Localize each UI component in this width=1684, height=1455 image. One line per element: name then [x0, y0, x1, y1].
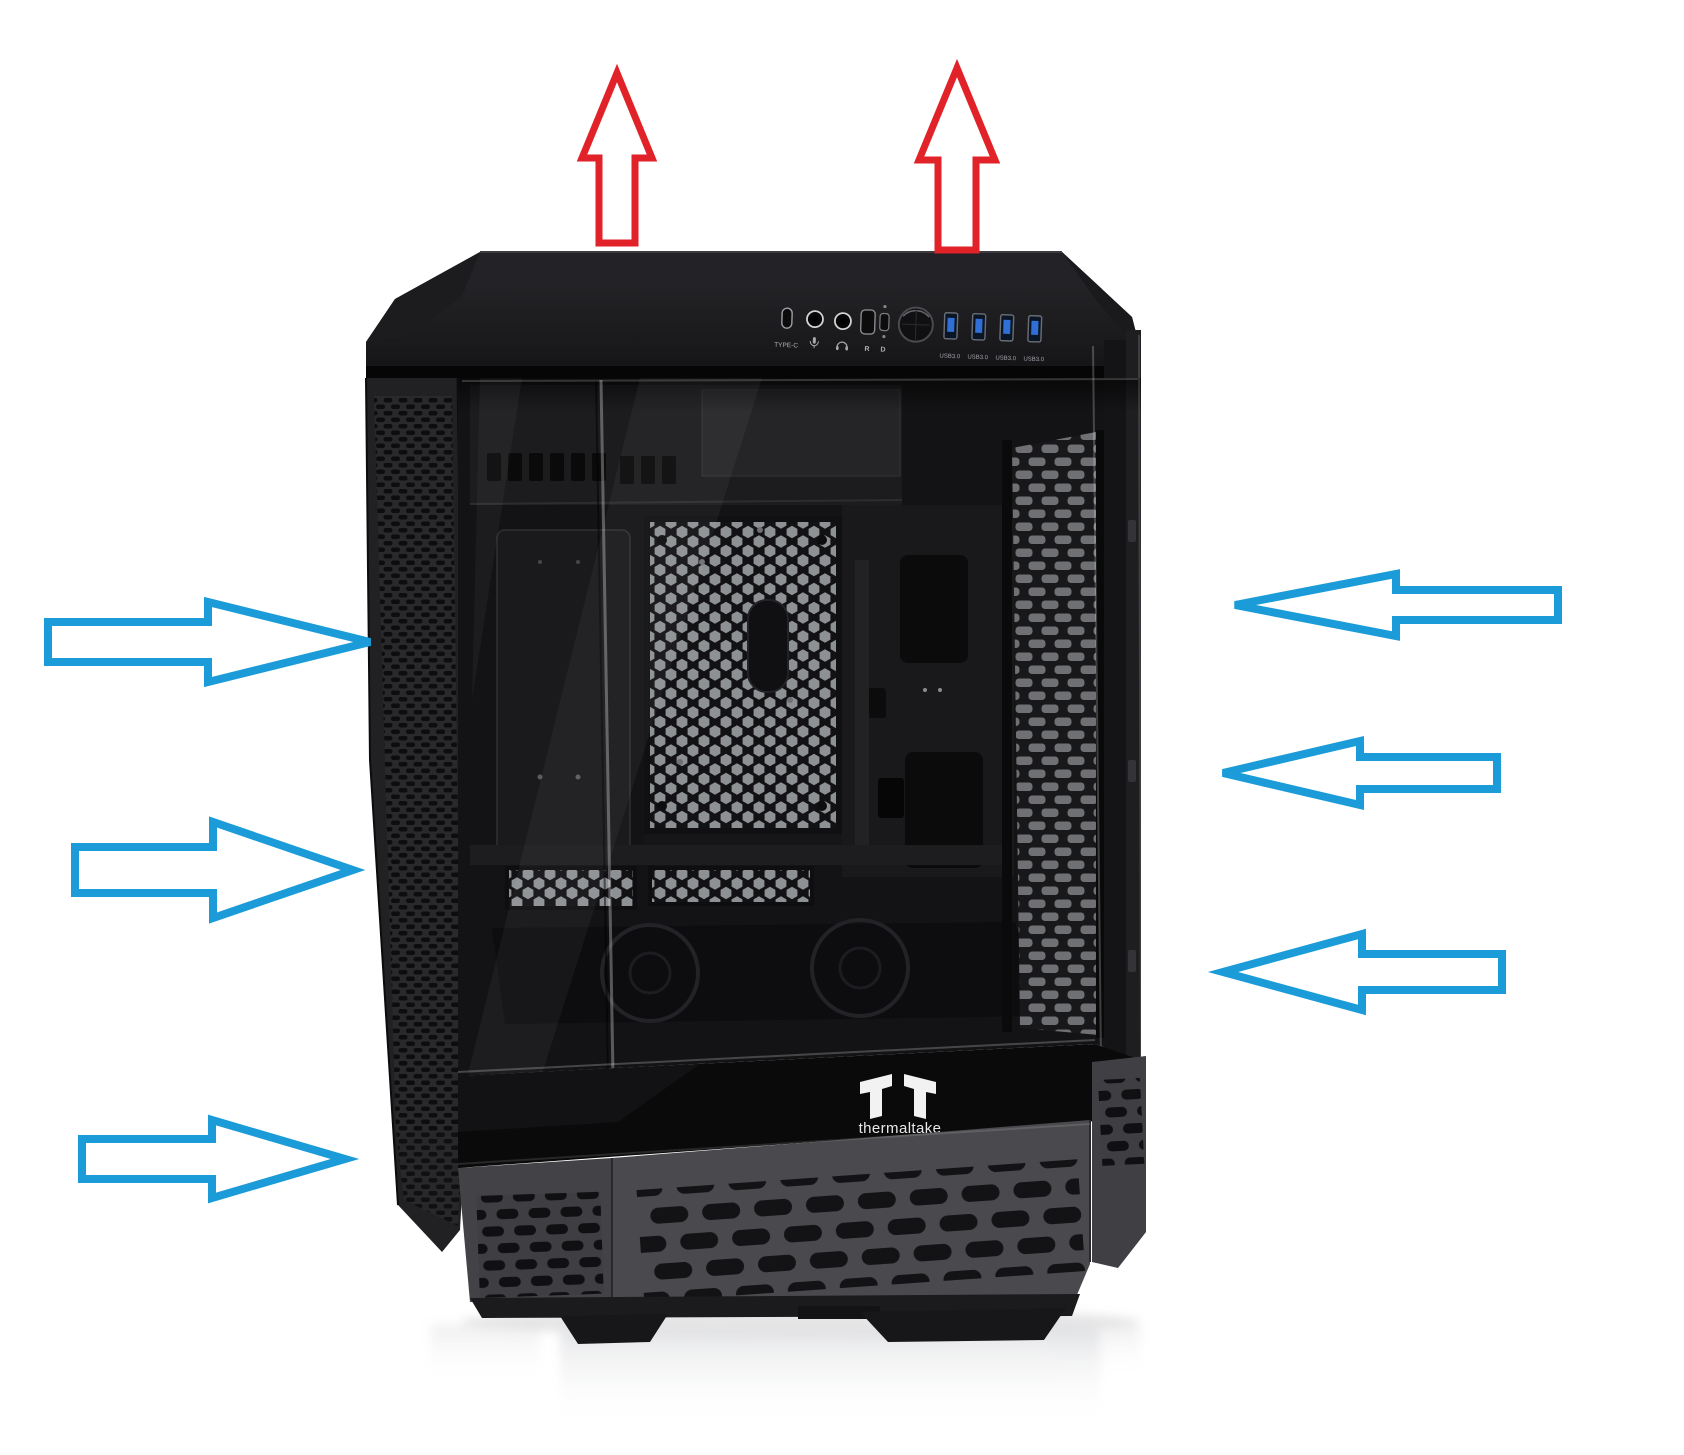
- power-button: [897, 306, 934, 343]
- usb3-port: [971, 313, 987, 341]
- usb-label: USB3.0: [939, 354, 961, 361]
- intake-left-top-arrow: [44, 596, 371, 688]
- intake-left-middle-arrow: [71, 816, 366, 924]
- usb-label: USB3.0: [995, 355, 1017, 362]
- exhaust-top-right-arrow: [913, 58, 1001, 254]
- headphone-jack: [834, 312, 852, 331]
- glass-reflections: [457, 334, 1142, 1077]
- base-center-tab: [798, 1306, 880, 1319]
- case-base: [457, 1056, 1146, 1344]
- main-chamber: [457, 330, 1142, 1077]
- front-plinth: thermaltake: [458, 1044, 1141, 1168]
- case-top-cap: TYPE-C R: [366, 251, 1141, 378]
- hex-vent-plate: [644, 516, 842, 864]
- top-io-panel: TYPE-C R: [774, 304, 1045, 363]
- usb-c-port: [781, 307, 793, 329]
- usb3-port: [1027, 314, 1043, 343]
- intake-left-bottom-arrow: [78, 1114, 360, 1204]
- airflow-arrows: [44, 58, 1562, 1204]
- reset-button: [859, 309, 876, 335]
- intake-right-middle-arrow: [1222, 735, 1501, 811]
- base-right-vents: [1097, 1077, 1145, 1166]
- headphone-icon: [835, 341, 849, 351]
- type-c-label: TYPE-C: [774, 342, 798, 350]
- led-button: [879, 304, 890, 339]
- case-foot-left: [560, 1314, 668, 1344]
- usb-a-ports: USB3.0 USB3.0 USB3.0 USB3.0: [939, 312, 1045, 363]
- mic-jack: [806, 310, 824, 329]
- usb-label: USB3.0: [1023, 356, 1045, 363]
- exhaust-top-left-arrow: [576, 63, 658, 247]
- usb-label: USB3.0: [967, 354, 989, 361]
- thermaltake-logo: [860, 1074, 936, 1119]
- usb3-port: [943, 312, 959, 340]
- right-glass-frame: [1104, 330, 1141, 1070]
- base-left-vents: [476, 1191, 604, 1298]
- bottom-fan-floor: [492, 918, 1048, 1024]
- right-mesh-panel: [1002, 430, 1104, 1038]
- thermaltake-wordmark: thermaltake: [859, 1120, 942, 1137]
- intake-right-bottom-arrow: [1207, 928, 1506, 1016]
- cable-clips: [487, 453, 676, 484]
- reset-label: R: [864, 346, 869, 353]
- left-mesh-panel: [365, 377, 470, 1252]
- base-front-vents: [636, 1159, 1086, 1302]
- usb3-port: [999, 314, 1015, 342]
- led-label: D: [880, 346, 885, 353]
- case-foot-right: [860, 1308, 1066, 1342]
- microphone-icon: [809, 337, 819, 349]
- intake-right-top-arrow: [1234, 569, 1562, 641]
- tray-cutouts: [842, 505, 1014, 877]
